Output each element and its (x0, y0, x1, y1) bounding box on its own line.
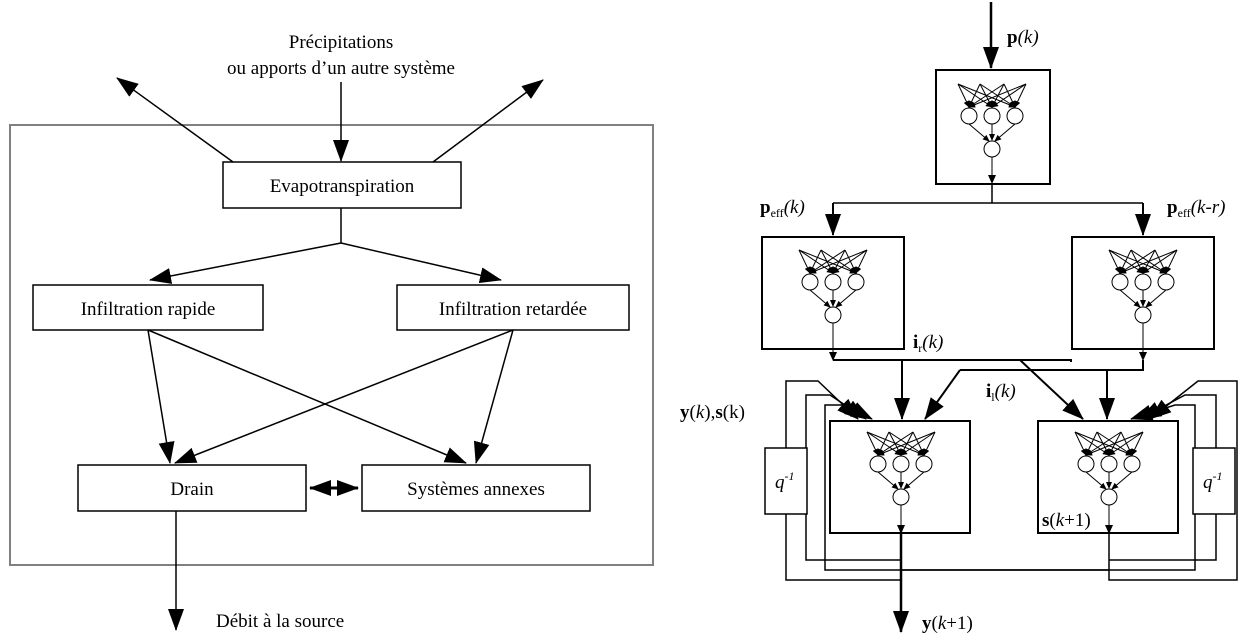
delay-label-right: q-1 (1203, 469, 1223, 493)
label-peff-kr: peff(k-r) (1167, 197, 1226, 220)
ir-to-right-network (1019, 359, 1084, 420)
delay-box-right (1192, 447, 1236, 515)
evapotranspiration-label: Evapotranspiration (270, 176, 415, 197)
feedback-right-inner (1109, 394, 1217, 561)
delay-box-left (764, 447, 808, 515)
system-boundary (9, 124, 654, 566)
label-il-k: il(k) (986, 381, 1016, 404)
systemes-annexes-box (361, 464, 591, 512)
arrow-to-infiltration-retardee (340, 242, 502, 284)
drain-label: Drain (170, 479, 214, 500)
drain-box (77, 464, 307, 512)
nn-box-drain (829, 420, 971, 534)
nn-box-top (935, 69, 1051, 185)
arrow-to-infiltration-rapide (149, 242, 342, 284)
label-pk: p(k) (1007, 27, 1039, 48)
il-routing (960, 360, 1144, 371)
rapide-to-drain-arrow (147, 329, 175, 464)
input-label-line1: Précipitations (289, 32, 393, 53)
feedback-right-outer (1108, 380, 1238, 581)
ir-routing (833, 359, 1072, 362)
rapide-to-annexes-arrow (147, 329, 467, 464)
infiltration-retardee-label: Infiltration retardée (439, 299, 587, 320)
infiltration-rapide-label: Infiltration rapide (81, 299, 216, 320)
output-label: Débit à la source (216, 611, 344, 632)
retardee-to-annexes-arrow (473, 329, 514, 464)
systemes-annexes-label: Systèmes annexes (407, 479, 545, 500)
il-to-left-network (924, 369, 961, 420)
infiltration-retardee-box (396, 284, 630, 331)
conceptual-model: Précipitations ou apports d’un autre sys… (9, 32, 654, 632)
retardee-to-drain-arrow (174, 329, 514, 464)
infiltration-rapide-box (32, 284, 264, 331)
neural-network-model: p(k) peff(k) peff(k-r) ir(k) il(k) (680, 2, 1238, 634)
label-ys-k: y(k),s(k) (680, 402, 745, 423)
evapotranspiration-box (222, 161, 462, 209)
label-s-k1: s(k+1) (1042, 510, 1091, 531)
evaporation-arrow-left (116, 77, 234, 163)
input-label-line2: ou apports d’un autre système (227, 58, 455, 79)
delay-label-left: q-1 (775, 469, 795, 493)
feedback-right-cross (901, 404, 1196, 571)
label-peff-k: peff(k) (760, 197, 805, 220)
evaporation-arrow-right (432, 79, 544, 163)
feedback-left-inner (805, 394, 901, 561)
label-ir-k: ir(k) (913, 332, 943, 355)
label-y-k1: y(k+1) (922, 613, 973, 634)
